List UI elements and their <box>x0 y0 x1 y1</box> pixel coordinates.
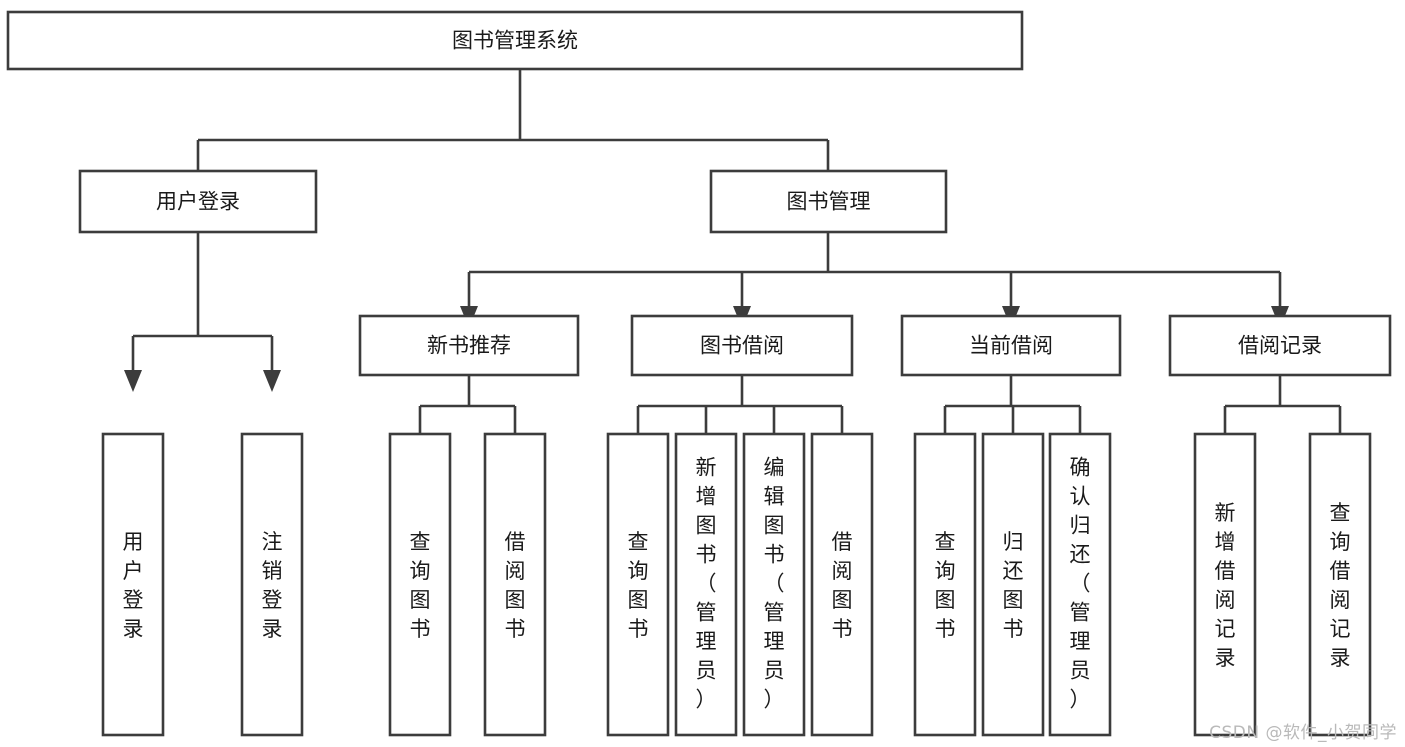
node-label: 注销登录 <box>262 530 283 641</box>
node-label: 用户登录 <box>123 530 144 641</box>
node-label: 查询图书 <box>935 530 956 641</box>
node-label: 新增借阅记录 <box>1215 501 1236 670</box>
node-label: 借阅图书 <box>832 530 853 641</box>
nodes-layer: 图书管理系统用户登录图书管理新书推荐图书借阅当前借阅借阅记录用户登录注销登录查询… <box>6 10 1392 737</box>
node-leaf-query-book-borrow[interactable]: 查询图书 <box>606 432 670 737</box>
node-label: 用户登录 <box>156 190 240 214</box>
node-label: 当前借阅 <box>969 334 1053 358</box>
node-leaf-confirm-return-admin[interactable]: 确认归还（管理员） <box>1048 432 1112 737</box>
node-label: 查询图书 <box>410 530 431 641</box>
node-leaf-user-login[interactable]: 用户登录 <box>101 432 165 737</box>
node-label: 图书管理系统 <box>452 29 578 53</box>
node-label: 归还图书 <box>1003 530 1024 641</box>
node-new-book-recommend[interactable]: 新书推荐 <box>358 314 580 377</box>
node-label: 新增图书（管理员） <box>696 456 717 712</box>
node-box <box>1168 314 1392 377</box>
csdn-watermark: CSDN @软件_小贺同学 <box>1209 723 1397 743</box>
connector-user-login-to-leaves <box>124 232 281 392</box>
node-label: 图书管理 <box>787 190 871 214</box>
node-leaf-borrow-book-recommend[interactable]: 借阅图书 <box>483 432 547 737</box>
node-box <box>358 314 580 377</box>
node-box <box>101 432 165 737</box>
node-box <box>674 432 738 737</box>
node-box <box>913 432 977 737</box>
node-label: 编辑图书（管理员） <box>764 456 785 712</box>
node-label: 借阅图书 <box>505 530 526 641</box>
node-leaf-logout-login[interactable]: 注销登录 <box>240 432 304 737</box>
node-label: 借阅记录 <box>1238 334 1322 358</box>
node-current-borrow[interactable]: 当前借阅 <box>900 314 1122 377</box>
node-box <box>709 169 948 234</box>
node-box <box>606 432 670 737</box>
node-label: 确认归还（管理员） <box>1070 456 1091 712</box>
connector-book-manage-to-level3 <box>460 232 1289 328</box>
node-box <box>78 169 318 234</box>
node-box <box>981 432 1045 737</box>
node-box <box>1308 432 1372 737</box>
node-box <box>810 432 874 737</box>
node-box <box>630 314 854 377</box>
node-leaf-query-borrow-record[interactable]: 查询借阅记录 <box>1308 432 1372 737</box>
node-box <box>1193 432 1257 737</box>
node-leaf-add-book-admin[interactable]: 新增图书（管理员） <box>674 432 738 737</box>
node-label: 图书借阅 <box>700 334 784 358</box>
node-box <box>240 432 304 737</box>
node-leaf-add-borrow-record[interactable]: 新增借阅记录 <box>1193 432 1257 737</box>
node-label: 查询借阅记录 <box>1330 501 1351 670</box>
node-label: 查询图书 <box>628 530 649 641</box>
node-leaf-borrow-book[interactable]: 借阅图书 <box>810 432 874 737</box>
node-box <box>900 314 1122 377</box>
node-book-borrow[interactable]: 图书借阅 <box>630 314 854 377</box>
node-box <box>388 432 452 737</box>
node-book-manage[interactable]: 图书管理 <box>709 169 948 234</box>
node-user-login[interactable]: 用户登录 <box>78 169 318 234</box>
node-root[interactable]: 图书管理系统 <box>6 10 1024 71</box>
node-box <box>1048 432 1112 737</box>
connectors-layer <box>124 69 1349 462</box>
node-label: 新书推荐 <box>427 334 511 358</box>
node-box <box>483 432 547 737</box>
node-leaf-edit-book-admin[interactable]: 编辑图书（管理员） <box>742 432 806 737</box>
node-leaf-return-book[interactable]: 归还图书 <box>981 432 1045 737</box>
node-box <box>6 10 1024 71</box>
node-box <box>742 432 806 737</box>
node-borrow-record[interactable]: 借阅记录 <box>1168 314 1392 377</box>
node-leaf-query-book-recommend[interactable]: 查询图书 <box>388 432 452 737</box>
node-leaf-query-book-current[interactable]: 查询图书 <box>913 432 977 737</box>
